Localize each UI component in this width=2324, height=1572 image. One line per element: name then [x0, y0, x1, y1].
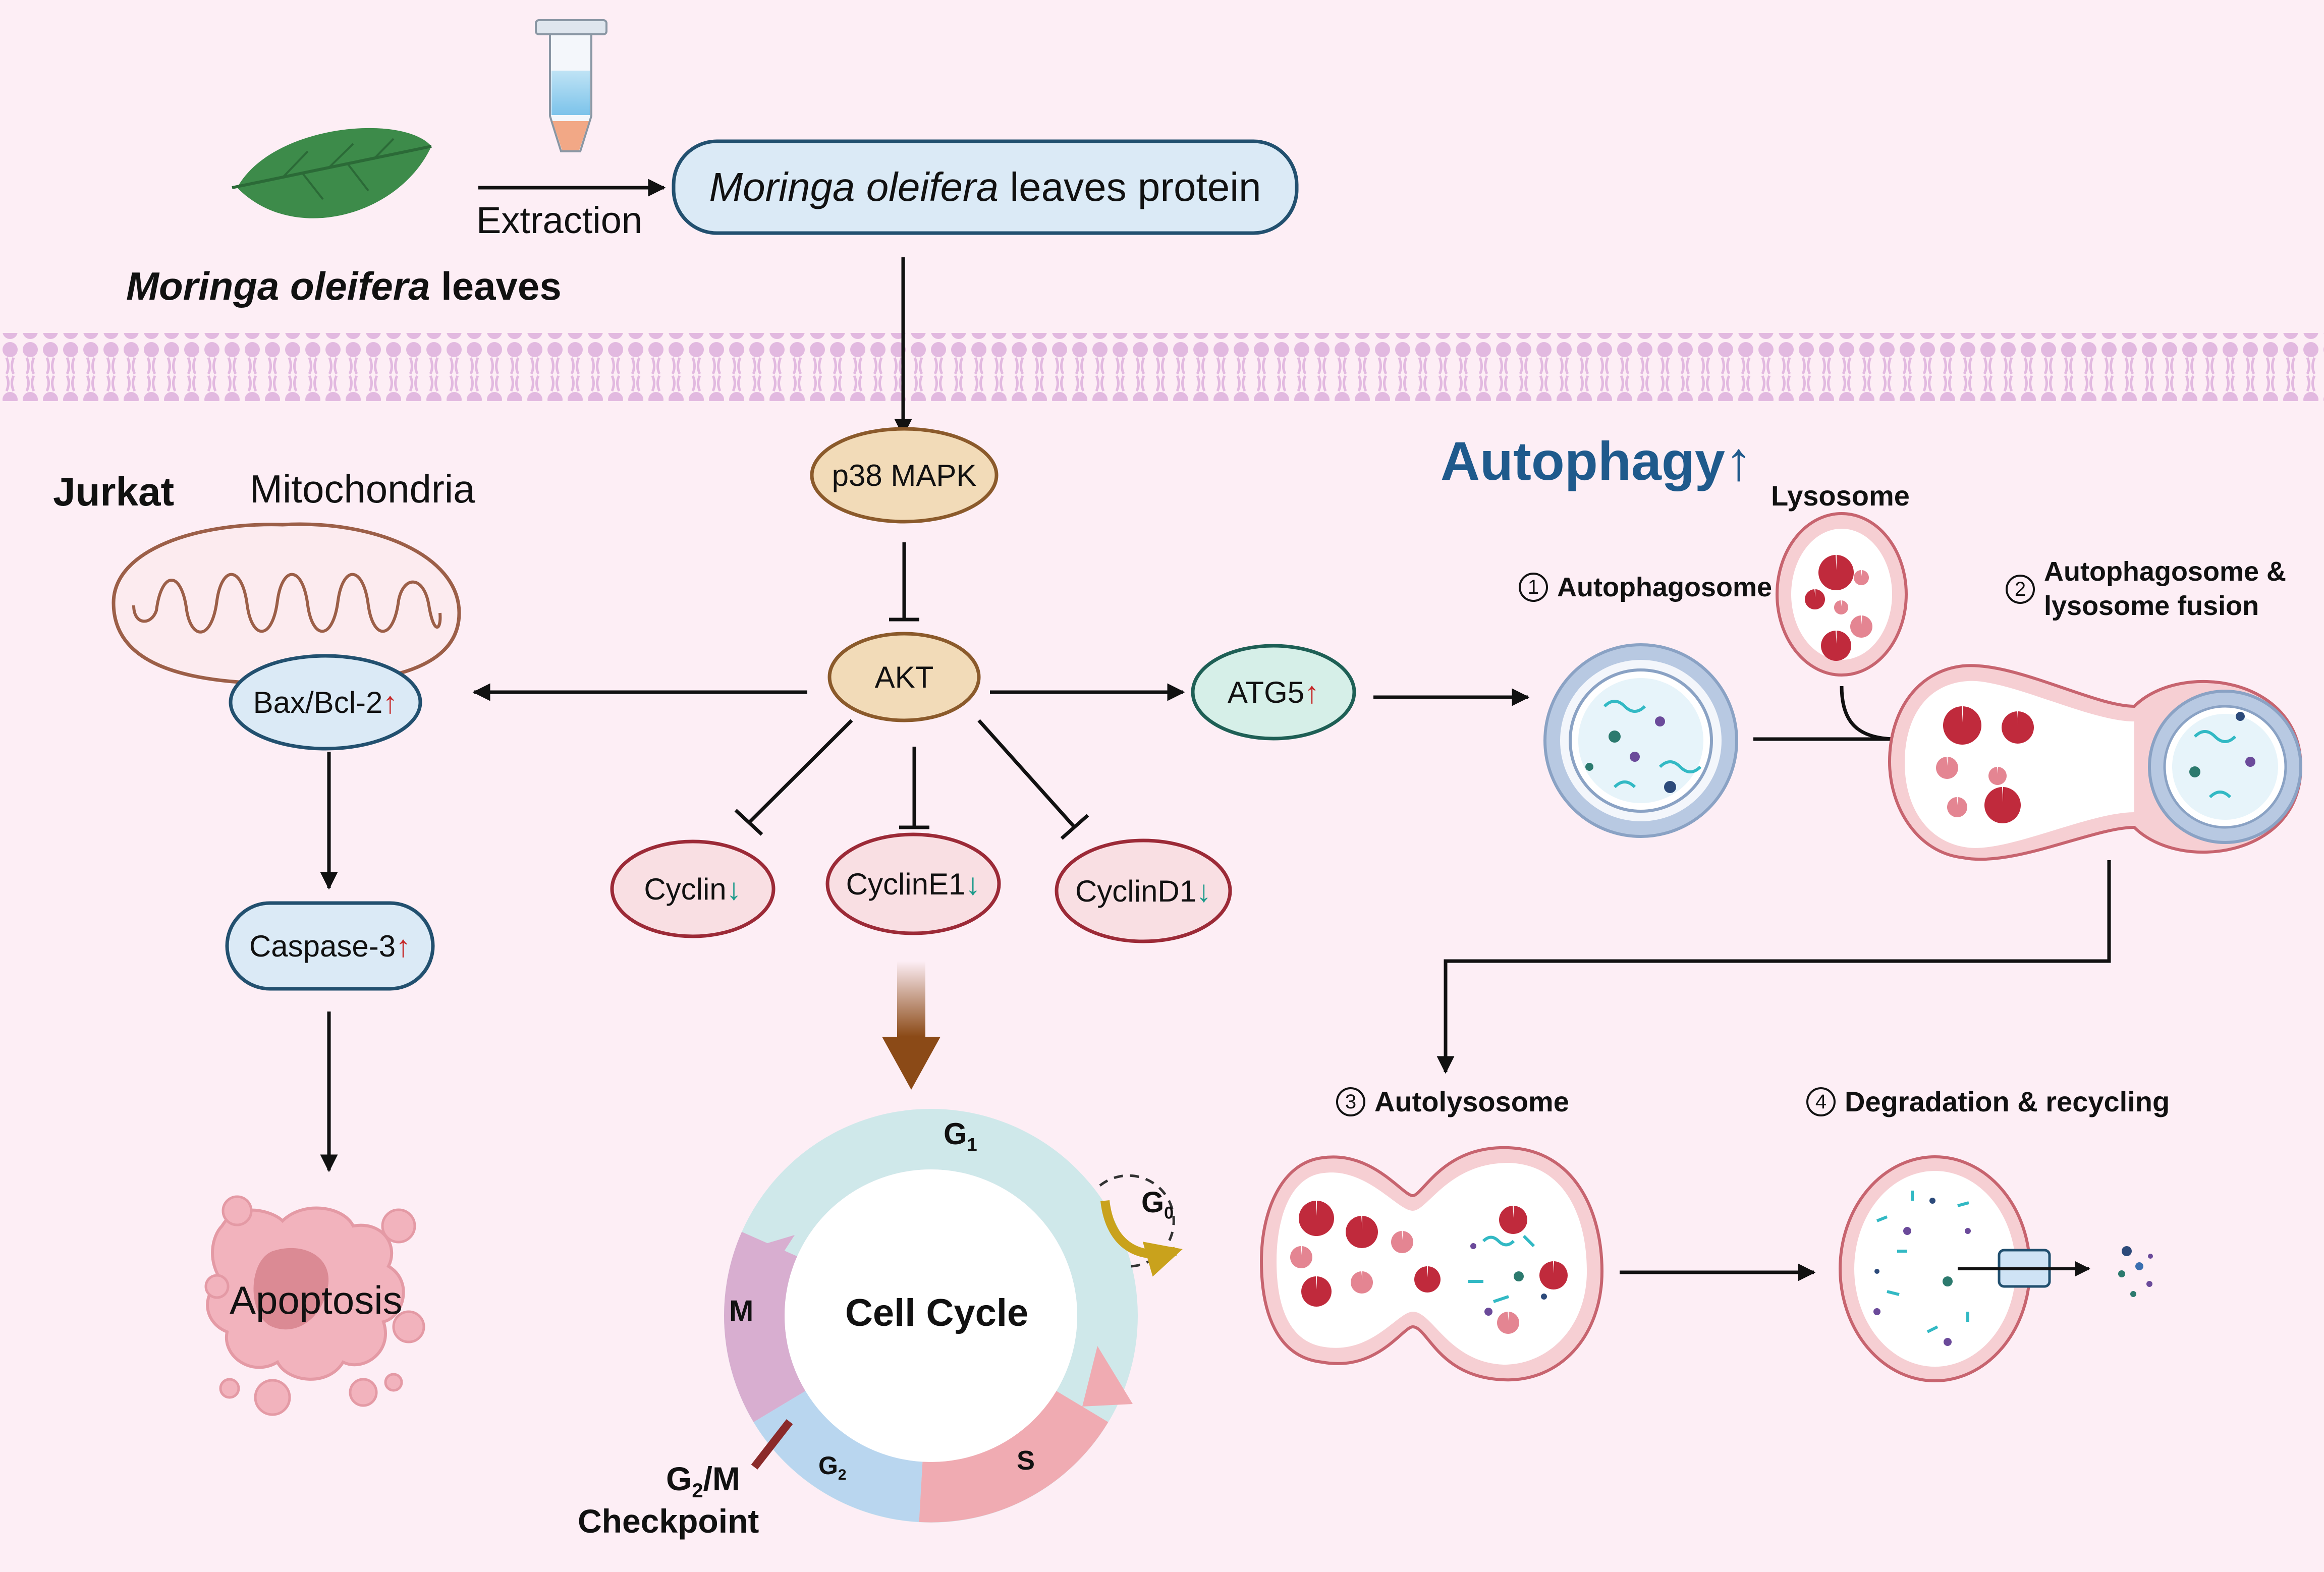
atg5-node: ATG5↑ [1193, 646, 1354, 739]
cyclin-down-arrow: ↓ [726, 872, 742, 906]
cyclin-label: Cyclin [644, 872, 727, 906]
cyclinD1-node-shape [1055, 838, 1232, 943]
bax-up-arrow: ↑ [382, 685, 398, 719]
mitochondria-icon [112, 522, 461, 686]
atg5-up-arrow: ↑ [1304, 675, 1320, 709]
cyclin-node: Cyclin↓ [612, 841, 773, 936]
autophagosome-icon [1543, 643, 1738, 838]
apoptosis-cell-icon [204, 1195, 425, 1416]
cyclinE1-node-shape [825, 832, 1001, 935]
lysosome-label: Lysosome [1771, 480, 1910, 512]
caspase-node-shape [225, 901, 435, 991]
cell-cycle-ring [724, 1109, 1138, 1523]
apoptosis-label: Apoptosis [230, 1278, 403, 1322]
phase-m-label: M [729, 1295, 754, 1327]
autolysosome-icon [1259, 1146, 1604, 1382]
extraction-label: Extraction [476, 199, 643, 241]
degradation-icon [1839, 1155, 2153, 1382]
caspase-up-arrow: ↑ [396, 929, 411, 963]
bax-node-shape [229, 654, 422, 751]
bax-node: Bax/Bcl-2↑ [231, 656, 420, 749]
cell-line-label: Jurkat [53, 469, 175, 514]
step4-number: 4 [1806, 1087, 1836, 1116]
cyclin-node-shape [610, 839, 776, 938]
mitochondria-label: Mitochondria [250, 467, 475, 511]
checkpoint-g2m-label: G2/M [666, 1460, 740, 1502]
caspase-node: Caspase-3↑ [227, 903, 433, 989]
cyclinE1-down-arrow: ↓ [965, 867, 981, 901]
phase-s-label: S [1017, 1445, 1035, 1476]
cell-membrane [0, 333, 2324, 401]
cyclinE1-label: CyclinE1 [846, 867, 966, 901]
p38-label: p38 MAPK [832, 458, 977, 492]
cyclinE1-node: CyclinE1↓ [827, 834, 999, 933]
phase-g1-label: G1 [944, 1117, 977, 1155]
cyclinD1-label: CyclinD1 [1075, 874, 1197, 908]
step1-number: 1 [1519, 573, 1548, 602]
protein-box: Moringa oleifera leaves protein [709, 164, 1261, 209]
cyclinD1-down-arrow: ↓ [1196, 874, 1212, 908]
protein-box-shape [672, 139, 1299, 235]
step3-number: 3 [1336, 1087, 1365, 1116]
tube-icon [535, 19, 607, 152]
fusion-icon [1888, 664, 2303, 861]
phase-g2-label: G2 [818, 1451, 847, 1483]
leaves-label: Moringa oleifera leaves [126, 264, 562, 308]
atg5-node-shape [1191, 644, 1356, 741]
p38-node-shape [810, 427, 999, 524]
lysosome-icon [1776, 512, 1908, 677]
checkpoint-word-label: Checkpoint [578, 1502, 759, 1540]
akt-node: AKT [829, 634, 979, 720]
bax-label: Bax/Bcl-2 [253, 685, 383, 719]
caspase-label: Caspase-3 [249, 929, 396, 963]
leaf-icon [232, 128, 432, 218]
cell-cycle-title: Cell Cycle [845, 1292, 1029, 1334]
phase-g0-label: G0 [1141, 1186, 1174, 1223]
akt-node-shape [827, 632, 981, 722]
atg5-label: ATG5 [1227, 675, 1305, 709]
step2-number: 2 [2006, 574, 2035, 604]
autophagy-title: Autophagy↑ [1441, 430, 1752, 491]
p38-node: p38 MAPK [812, 429, 997, 522]
akt-label: AKT [874, 660, 934, 694]
cyclinD1-node: CyclinD1↓ [1057, 840, 1230, 941]
